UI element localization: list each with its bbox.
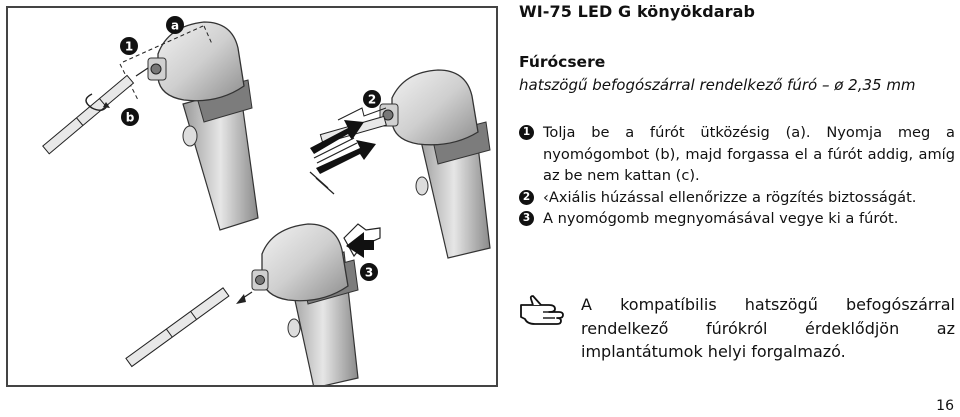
handpiece-step-3	[125, 223, 381, 385]
label-a: a	[166, 16, 184, 34]
step-item: 2 ‹Axiális húzással ellenőrizze a rögzít…	[519, 187, 955, 209]
marker-2: 2	[363, 90, 381, 108]
label-b: b	[121, 108, 139, 126]
marker-3: 3	[360, 263, 378, 281]
svg-text:2: 2	[368, 93, 376, 107]
step-text: Tolja be a fúrót ütközésig (a). Nyomja m…	[543, 124, 955, 184]
step-text: A nyomógomb megnyomásával vegye ki a fúr…	[543, 210, 899, 227]
section-title: Fúrócsere	[519, 53, 606, 71]
step-item: 1 Tolja be a fúrót ütközésig (a). Nyomja…	[519, 122, 955, 187]
step-item: 3 A nyomógomb megnyomásával vegye ki a f…	[519, 208, 955, 230]
page-number: 16	[936, 398, 954, 414]
pointing-hand-icon	[519, 293, 567, 331]
marker-1: 1	[120, 37, 138, 55]
step-text: ‹Axiális húzással ellenőrizze a rögzítés…	[543, 188, 917, 206]
section-subtitle: hatszögű befogószárral rendelkező fúró –…	[519, 76, 916, 94]
step-number: 2	[519, 189, 534, 205]
page-title: WI-75 LED G könyökdarab	[519, 2, 756, 21]
steps-list: 1 Tolja be a fúrót ütközésig (a). Nyomja…	[519, 122, 955, 230]
handpiece-step-2	[309, 69, 491, 259]
step-number: 3	[519, 211, 534, 226]
note-text: A kompatíbilis hatszögű befogószárral re…	[581, 295, 955, 362]
svg-text:1: 1	[125, 40, 133, 54]
instruction-illustration: 1 a b	[6, 6, 498, 387]
step-number: 1	[519, 125, 534, 140]
svg-text:a: a	[171, 19, 179, 33]
handpiece-step-1	[42, 21, 259, 231]
svg-text:3: 3	[365, 266, 373, 280]
handpiece-drawing: 1 a b	[42, 16, 491, 385]
svg-text:b: b	[126, 111, 135, 125]
